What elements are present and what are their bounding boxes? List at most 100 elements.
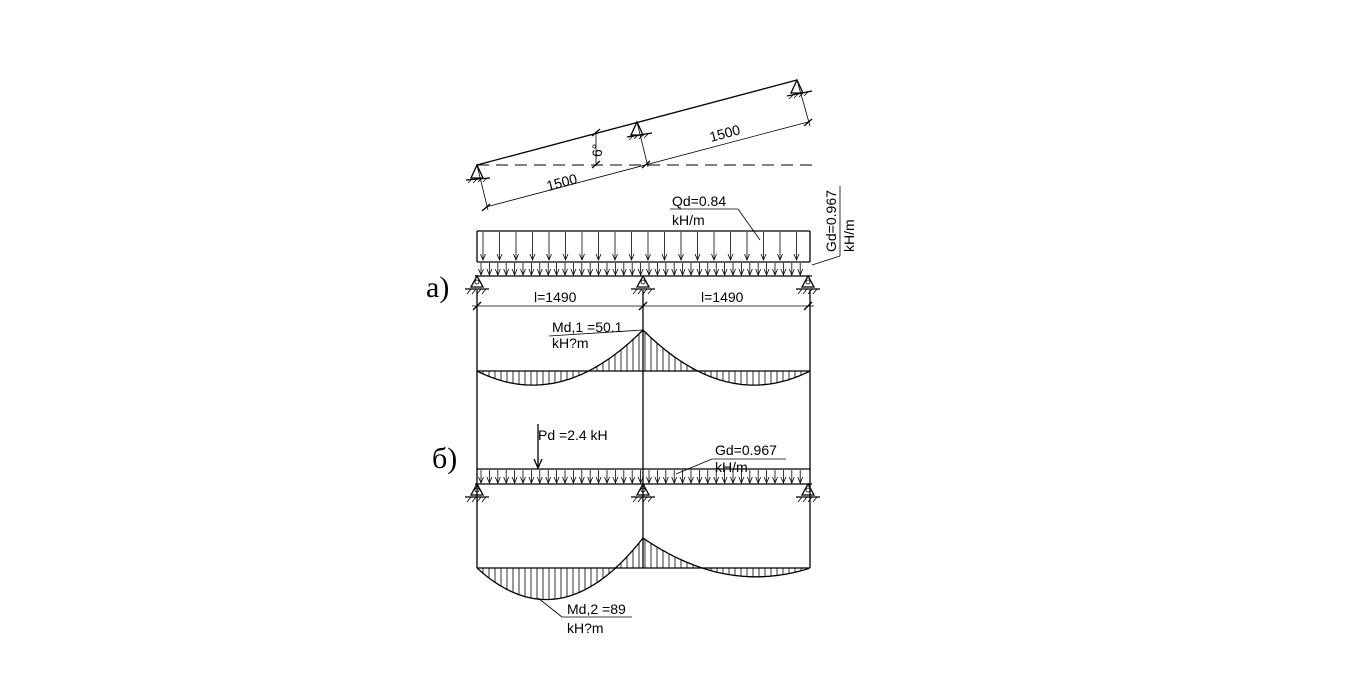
load-arrow <box>529 232 536 262</box>
load-arrow <box>688 263 694 277</box>
load-arrow <box>788 263 795 277</box>
part-a: а) Qd=0.84 kH/m Gd=0.967 <box>426 186 857 311</box>
load-arrow <box>562 263 568 277</box>
load-arrow <box>478 470 484 485</box>
live-load-label-line1: Qd=0.84 <box>672 193 726 209</box>
load-arrow <box>494 263 501 277</box>
load-arrow <box>528 263 535 277</box>
part-b-label: б) <box>432 442 457 475</box>
live-load-label-line2: kH/m <box>672 212 705 228</box>
load-arrow <box>545 470 552 485</box>
load-arrow <box>562 470 568 485</box>
load-arrow <box>696 470 703 485</box>
span-label-right: l=1490 <box>701 289 744 305</box>
span-label-left: 1500 <box>545 170 579 194</box>
dead-load-arrows <box>478 263 804 277</box>
support-symbol <box>626 120 653 141</box>
dead-load-arrows <box>478 470 804 485</box>
moment-hatching <box>482 539 802 600</box>
point-load-label: Pd =2.4 kH <box>538 427 608 443</box>
load-arrow <box>595 263 602 277</box>
load-arrow <box>679 470 686 485</box>
load-arrow <box>503 470 510 485</box>
support-symbol <box>796 274 820 295</box>
leader-line <box>811 255 841 266</box>
load-arrow <box>780 470 787 485</box>
load-arrow <box>595 470 602 485</box>
load-arrow <box>604 470 610 485</box>
load-arrow <box>763 263 770 277</box>
load-arrow <box>704 263 711 277</box>
load-arrow <box>721 263 728 277</box>
load-arrow <box>595 232 602 262</box>
support-symbol <box>465 274 489 295</box>
load-arrow <box>727 232 734 262</box>
load-arrow <box>570 470 577 485</box>
leader-line <box>675 458 713 475</box>
load-arrow <box>721 470 728 485</box>
load-arrow <box>763 470 770 485</box>
load-arrow <box>671 263 678 277</box>
leader-line <box>537 597 563 618</box>
load-arrow <box>480 232 486 262</box>
part-a-label: а) <box>426 271 449 304</box>
load-arrow <box>777 232 783 262</box>
load-arrow <box>553 263 560 277</box>
load-arrow <box>536 263 543 277</box>
load-arrow <box>730 263 736 277</box>
load-arrow <box>513 232 519 262</box>
support-symbol <box>465 163 491 184</box>
load-arrow <box>797 263 804 277</box>
span-label-right: 1500 <box>708 121 742 145</box>
load-arrow <box>486 263 493 277</box>
angle-label: 6° <box>589 144 605 157</box>
load-arrow <box>738 470 745 485</box>
load-arrow <box>760 232 767 262</box>
moment-hatching <box>482 331 802 386</box>
load-arrow <box>755 470 762 485</box>
load-arrow <box>772 470 778 485</box>
leader-line <box>737 208 761 241</box>
load-arrow <box>713 263 720 277</box>
load-arrow <box>797 470 804 485</box>
load-arrow <box>620 470 627 485</box>
load-arrow <box>536 470 543 485</box>
load-arrow <box>494 470 501 485</box>
support-symbol <box>796 482 820 503</box>
load-arrow <box>612 470 619 485</box>
load-arrow <box>688 470 694 485</box>
load-arrow <box>637 470 644 485</box>
load-arrow <box>744 232 750 262</box>
part-b: б) Pd =2.4 kH Gd=0.967 kH/m <box>432 424 820 503</box>
load-arrow <box>711 232 717 262</box>
load-arrow <box>662 263 669 277</box>
load-arrow <box>654 470 661 485</box>
load-arrow <box>679 263 686 277</box>
load-arrow <box>713 470 720 485</box>
load-arrow <box>746 470 753 485</box>
load-arrow <box>662 470 669 485</box>
load-arrow <box>562 232 569 262</box>
load-arrow <box>629 263 636 277</box>
load-arrow <box>612 263 619 277</box>
load-arrow <box>587 470 594 485</box>
dead-load-label-line2: kH/m <box>841 219 857 252</box>
load-arrow <box>545 263 552 277</box>
load-arrow <box>503 263 510 277</box>
load-arrow <box>511 263 518 277</box>
load-arrow <box>478 263 484 277</box>
moment-diagram-1: Md,1 =50.1 kH?m <box>476 290 811 568</box>
load-arrow <box>612 232 618 262</box>
load-arrow <box>604 263 610 277</box>
load-arrow <box>780 263 787 277</box>
support-symbol <box>631 274 655 295</box>
load-arrow <box>579 232 585 262</box>
span-label-left: l=1490 <box>534 289 577 305</box>
load-arrow <box>730 470 736 485</box>
inclined-beam-view: 6° 1500 1500 <box>465 78 815 212</box>
load-arrow <box>546 232 552 262</box>
load-arrow <box>678 232 684 262</box>
load-arrow <box>637 263 644 277</box>
load-arrow <box>654 263 661 277</box>
load-arrow <box>578 470 585 485</box>
